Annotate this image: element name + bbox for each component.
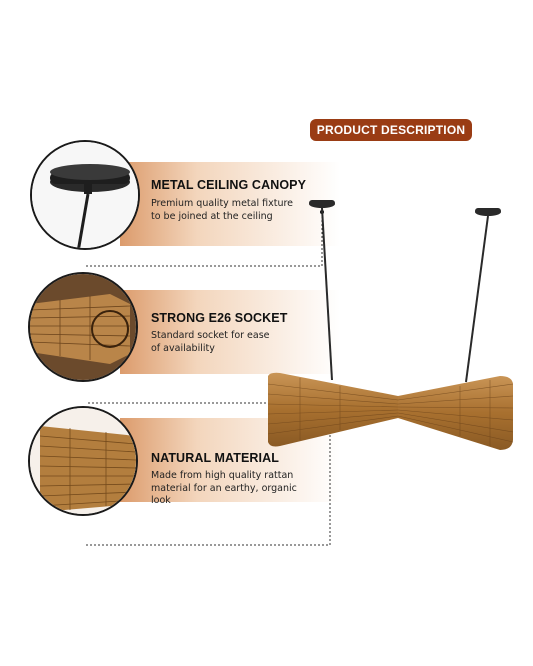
feature-desc-canopy-line1: Premium quality metal fixture [151, 198, 294, 209]
feature-title-canopy: METAL CEILING CANOPY [151, 178, 307, 192]
rattan-closeup-icon [30, 408, 136, 514]
feature-title-material: NATURAL MATERIAL [151, 451, 279, 465]
canopy-closeup-icon [32, 142, 138, 248]
pendant-lamp-icon [267, 200, 514, 450]
socket-closeup-icon [30, 274, 136, 380]
feature-title-socket: STRONG E26 SOCKET [151, 311, 288, 325]
product-description-badge: PRODUCT DESCRIPTION [310, 119, 472, 141]
canopy-closeup-image [30, 140, 140, 250]
feature-desc-canopy-line2: to be joined at the ceiling [151, 210, 273, 222]
feature-desc-material-line1: Made from high quality rattan [151, 470, 294, 481]
feature-band-socket [120, 290, 340, 374]
rattan-closeup-image [28, 406, 138, 516]
feature-desc-material-line2: material for an earthy, organic [151, 482, 297, 494]
feature-desc-socket-line1: Standard socket for ease [151, 330, 270, 341]
canopy-callout-line [86, 212, 323, 267]
socket-closeup-image [28, 272, 138, 382]
material-callout-line [86, 428, 331, 546]
feature-desc-material: Made from high quality rattan material f… [151, 470, 301, 508]
feature-desc-socket: Standard socket for ease of availability [151, 330, 301, 355]
feature-desc-material-line3: look [151, 495, 171, 506]
feature-band-canopy [120, 162, 340, 246]
feature-desc-socket-line2: of availability [151, 342, 215, 354]
feature-desc-canopy: Premium quality metal fixture to be join… [151, 198, 301, 223]
